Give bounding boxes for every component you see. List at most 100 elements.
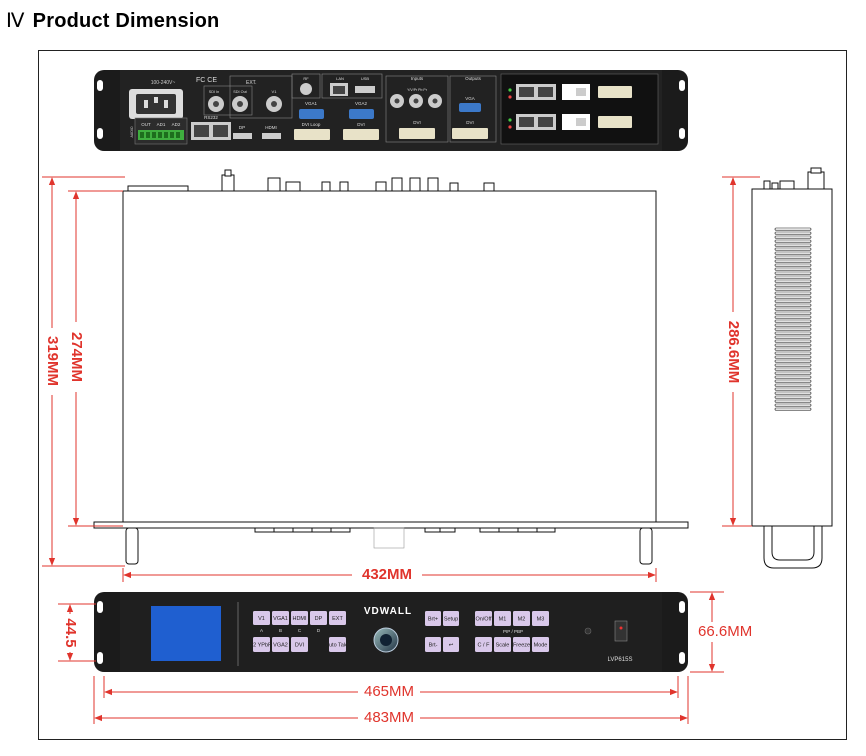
vent-slot bbox=[774, 279, 812, 283]
window-label-3: D bbox=[317, 628, 321, 633]
audio-ad2-label: AD2 bbox=[172, 122, 181, 127]
vent-slot bbox=[774, 407, 812, 411]
vent-slot bbox=[774, 395, 812, 399]
ir-sensor bbox=[584, 627, 592, 635]
function-button-3[interactable] bbox=[532, 637, 549, 652]
vent-slot bbox=[774, 335, 812, 339]
back-button[interactable] bbox=[443, 637, 459, 652]
vent-slot bbox=[774, 307, 812, 311]
inputs-label: Inputs bbox=[411, 76, 424, 81]
page-title: Ⅳ Product Dimension bbox=[6, 8, 219, 33]
dvi-loop-label: DVI Loop bbox=[302, 122, 321, 127]
rack-hole bbox=[679, 601, 685, 613]
input-button-row2-1[interactable] bbox=[272, 637, 289, 652]
input-button-3[interactable] bbox=[310, 611, 327, 625]
rack-width-label: 483MM bbox=[364, 709, 414, 726]
front-height-small-label: 44.5 bbox=[62, 618, 79, 647]
top-view-body bbox=[122, 190, 657, 523]
vent-slot bbox=[774, 267, 812, 271]
brand-logo: VDWALL bbox=[364, 606, 412, 617]
vent-slot bbox=[774, 359, 812, 363]
vent-slot bbox=[774, 271, 812, 275]
vent-slot bbox=[774, 391, 812, 395]
body-width-label: 432MM bbox=[362, 566, 412, 583]
function-button-1[interactable] bbox=[494, 637, 511, 652]
vent-slot bbox=[774, 315, 812, 319]
window-label-2: C bbox=[298, 628, 302, 633]
usb-label: USB bbox=[361, 76, 370, 81]
vent-slot bbox=[774, 323, 812, 327]
dvi-in-port bbox=[399, 128, 435, 139]
dimension-labels: 319MM 274MM 286.6MM 432MM 44.5 66.6MM 46… bbox=[44, 321, 752, 726]
dvi-out-label: DVI bbox=[466, 120, 474, 125]
side-view-handle bbox=[763, 526, 823, 569]
power-switch[interactable] bbox=[614, 620, 628, 642]
usb-port bbox=[355, 86, 375, 93]
dp-port bbox=[233, 133, 252, 139]
mode-button-1-label: M1 bbox=[499, 617, 507, 623]
vga1-label: VGA1 bbox=[305, 101, 318, 106]
vent-slot bbox=[774, 239, 812, 243]
function-button-3-label: Mode bbox=[534, 643, 548, 649]
input-button-1[interactable] bbox=[272, 611, 289, 625]
input-button-row2-1-label: VGA2 bbox=[273, 643, 288, 649]
mode-button-0[interactable] bbox=[475, 611, 492, 626]
vent-slot bbox=[774, 347, 812, 351]
section-numeral: Ⅳ bbox=[6, 10, 25, 32]
vent-slot bbox=[774, 399, 812, 403]
vent-slot bbox=[774, 379, 812, 383]
function-button-2[interactable] bbox=[513, 637, 530, 652]
mode-button-3[interactable] bbox=[532, 611, 549, 626]
function-button-2-label: Freeze bbox=[513, 643, 530, 649]
vent-slot bbox=[774, 339, 812, 343]
brightness-down-button[interactable] bbox=[425, 637, 441, 652]
input-button-row2-0[interactable] bbox=[253, 637, 270, 652]
dvi-loop-port bbox=[294, 129, 330, 140]
input-button-2[interactable] bbox=[291, 611, 308, 625]
outputs-label: Outputs bbox=[465, 76, 482, 81]
rack-hole bbox=[97, 128, 103, 139]
hdmi-label: HDMI bbox=[265, 125, 277, 130]
mode-button-2[interactable] bbox=[513, 611, 530, 626]
input-button-4[interactable] bbox=[329, 611, 346, 625]
power-rating-label: 100-240V~ bbox=[151, 80, 176, 86]
rs232-label: RS232 bbox=[204, 115, 218, 120]
input-button-3-label: DP bbox=[315, 616, 323, 622]
dvi-in-label: DVI bbox=[413, 120, 421, 125]
vent-slot bbox=[774, 291, 812, 295]
setup-button[interactable] bbox=[443, 611, 459, 626]
audio-out-label: OUT bbox=[141, 122, 151, 127]
input-button-row2-4[interactable] bbox=[329, 637, 346, 652]
dimension-lines bbox=[42, 176, 760, 724]
vent-slot bbox=[774, 287, 812, 291]
input-button-1-label: VGA1 bbox=[273, 616, 288, 622]
dvi-label: DVI bbox=[357, 122, 365, 127]
panel-width-label: 465MM bbox=[364, 683, 414, 700]
input-button-row2-2-label: DVI bbox=[295, 643, 305, 649]
dvi-out-port bbox=[452, 128, 488, 139]
sending-card-top bbox=[508, 84, 632, 100]
mode-button-3-label: M3 bbox=[537, 617, 545, 623]
setup-button-label: Setup bbox=[444, 617, 458, 623]
vent-slot bbox=[774, 231, 812, 235]
section-title: Product Dimension bbox=[32, 10, 220, 32]
input-button-0[interactable] bbox=[253, 611, 270, 625]
function-button-0[interactable] bbox=[475, 637, 492, 652]
function-button-0-label: C / F bbox=[478, 643, 491, 649]
top-view-front-plate bbox=[93, 521, 689, 529]
input-button-4-label: EXT bbox=[332, 616, 343, 622]
depth-inner-label: 274MM bbox=[68, 332, 85, 382]
vent-slot bbox=[774, 355, 812, 359]
vent-slot bbox=[774, 299, 812, 303]
function-button-1-label: Scale bbox=[496, 643, 510, 649]
brightness-up-button[interactable] bbox=[425, 611, 441, 626]
input-button-row2-2[interactable] bbox=[291, 637, 308, 652]
audio-label: AUDIO bbox=[130, 126, 134, 137]
audio-ad1-label: AD1 bbox=[157, 122, 166, 127]
rack-hole bbox=[679, 652, 685, 664]
component-label: Y/V/Pr Pb Pr bbox=[407, 88, 428, 92]
v1-label: V1 bbox=[272, 89, 278, 94]
mode-button-1[interactable] bbox=[494, 611, 511, 626]
brightness-up-button-label: Brt+ bbox=[428, 617, 438, 623]
vga2-label: VGA2 bbox=[355, 101, 368, 106]
